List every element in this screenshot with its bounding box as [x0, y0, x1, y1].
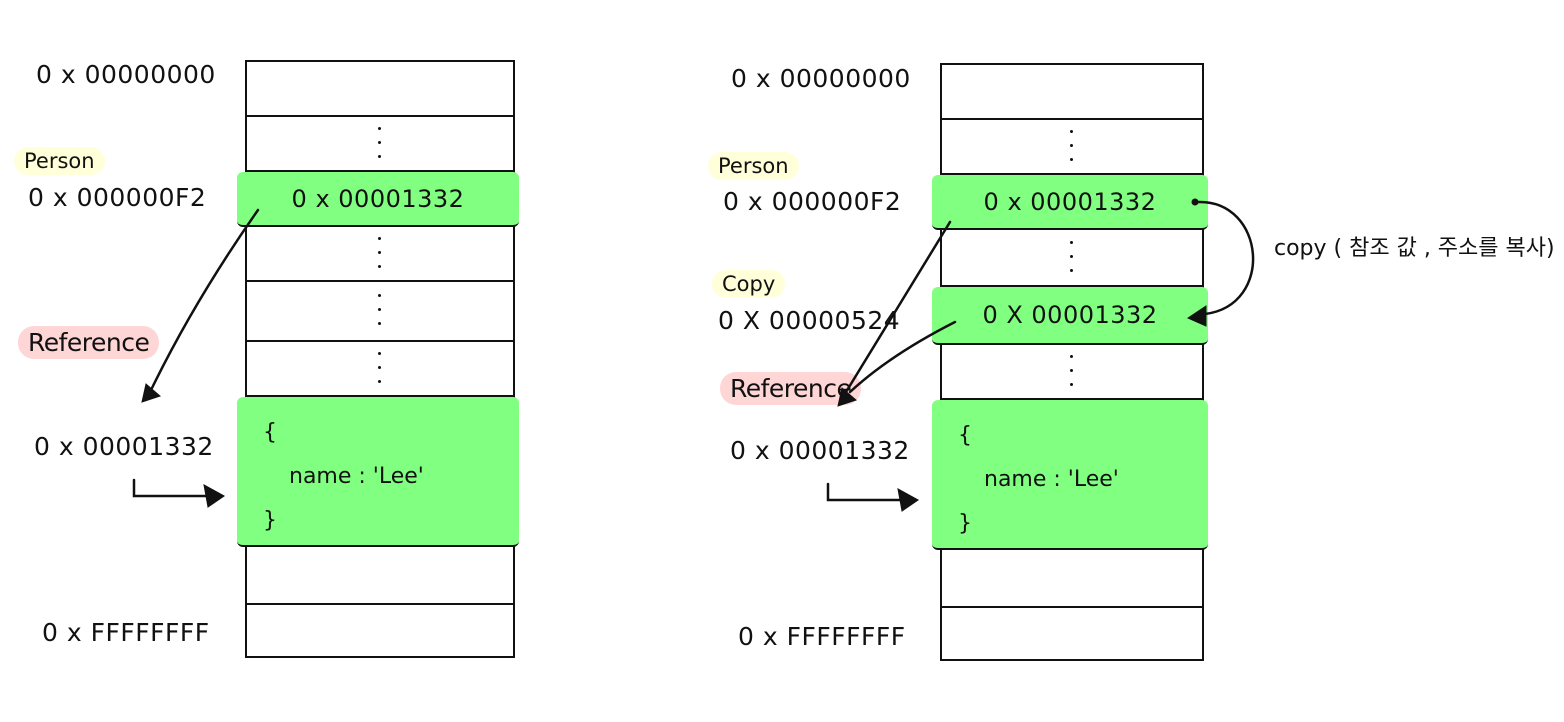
memory-cell-end: [942, 608, 1202, 663]
memory-cell-gap: [247, 117, 513, 172]
memory-cell-copy: 0 X 00001332: [932, 287, 1208, 345]
memory-cell-object: { name : 'Lee' }: [237, 397, 519, 547]
ellipsis-icon: [1069, 354, 1075, 389]
address-copy: 0 X 00000524: [718, 306, 901, 335]
address-end: 0 x FFFFFFFF: [738, 622, 906, 651]
diagram-right: 0 x 00000000 Person 0 x 000000F2 Copy 0 …: [700, 0, 1564, 722]
memory-cell-gap: [247, 342, 513, 397]
object-property: name : 'Lee': [289, 464, 424, 489]
ellipsis-icon: [377, 294, 383, 328]
tag-reference: Reference: [18, 326, 160, 359]
object-literal: { name : 'Lee' }: [263, 411, 424, 543]
memory-cell-gap: [942, 230, 1202, 287]
memory-column: 0 x 00001332 { name : 'Lee' }: [237, 60, 519, 660]
tag-person: Person: [708, 152, 799, 180]
memory-cell-person: 0 x 00001332: [237, 172, 519, 227]
tag-reference: Reference: [720, 372, 862, 405]
memory-cell-person: 0 x 00001332: [932, 175, 1208, 230]
memory-cell-empty: [247, 547, 513, 605]
diagram-left: 0 x 00000000 Person 0 x 000000F2 Referen…: [0, 0, 700, 722]
memory-cell-start: [942, 65, 1202, 120]
tag-person: Person: [14, 147, 105, 175]
address-start: 0 x 00000000: [731, 64, 911, 93]
object-literal: { name : 'Lee' }: [958, 414, 1119, 546]
person-reference-value: 0 x 00001332: [291, 184, 465, 213]
memory-cell-end: [247, 605, 513, 660]
ellipsis-icon: [1069, 129, 1075, 164]
object-pointer-arrowhead-icon: [897, 488, 919, 512]
memory-cell-gap: [247, 282, 513, 342]
address-object: 0 x 00001332: [34, 432, 214, 461]
memory-cell-start: [247, 62, 513, 117]
ellipsis-icon: [1069, 240, 1075, 275]
copy-note: copy ( 참조 값 , 주소를 복사): [1274, 236, 1555, 261]
address-end: 0 x FFFFFFFF: [42, 618, 210, 647]
memory-cell-object: { name : 'Lee' }: [932, 400, 1208, 550]
person-reference-value: 0 x 00001332: [983, 187, 1157, 216]
memory-cell-gap: [942, 345, 1202, 400]
ellipsis-icon: [377, 236, 383, 271]
object-close-brace: }: [958, 511, 972, 536]
object-close-brace: }: [263, 508, 277, 533]
reference-arrowhead-icon: [141, 383, 161, 403]
address-person: 0 x 000000F2: [28, 183, 207, 212]
object-pointer-arrow: [826, 482, 908, 502]
memory-cell-gap: [942, 120, 1202, 175]
object-pointer-arrowhead-icon: [203, 484, 225, 508]
address-object: 0 x 00001332: [730, 436, 910, 465]
object-open-brace: {: [263, 420, 277, 445]
ellipsis-icon: [377, 351, 383, 386]
reference-arrow: [150, 208, 260, 390]
object-property: name : 'Lee': [984, 467, 1119, 492]
tag-copy: Copy: [712, 270, 786, 298]
address-person: 0 x 000000F2: [723, 187, 902, 216]
object-open-brace: {: [958, 423, 972, 448]
memory-cell-empty: [942, 550, 1202, 608]
copy-reference-value: 0 X 00001332: [982, 301, 1158, 329]
address-start: 0 x 00000000: [36, 60, 216, 89]
memory-cell-gap: [247, 227, 513, 282]
memory-column: 0 x 00001332 0 X 00001332 { name : 'Lee'…: [932, 63, 1208, 663]
ellipsis-icon: [377, 126, 383, 161]
object-pointer-arrow: [132, 478, 214, 498]
